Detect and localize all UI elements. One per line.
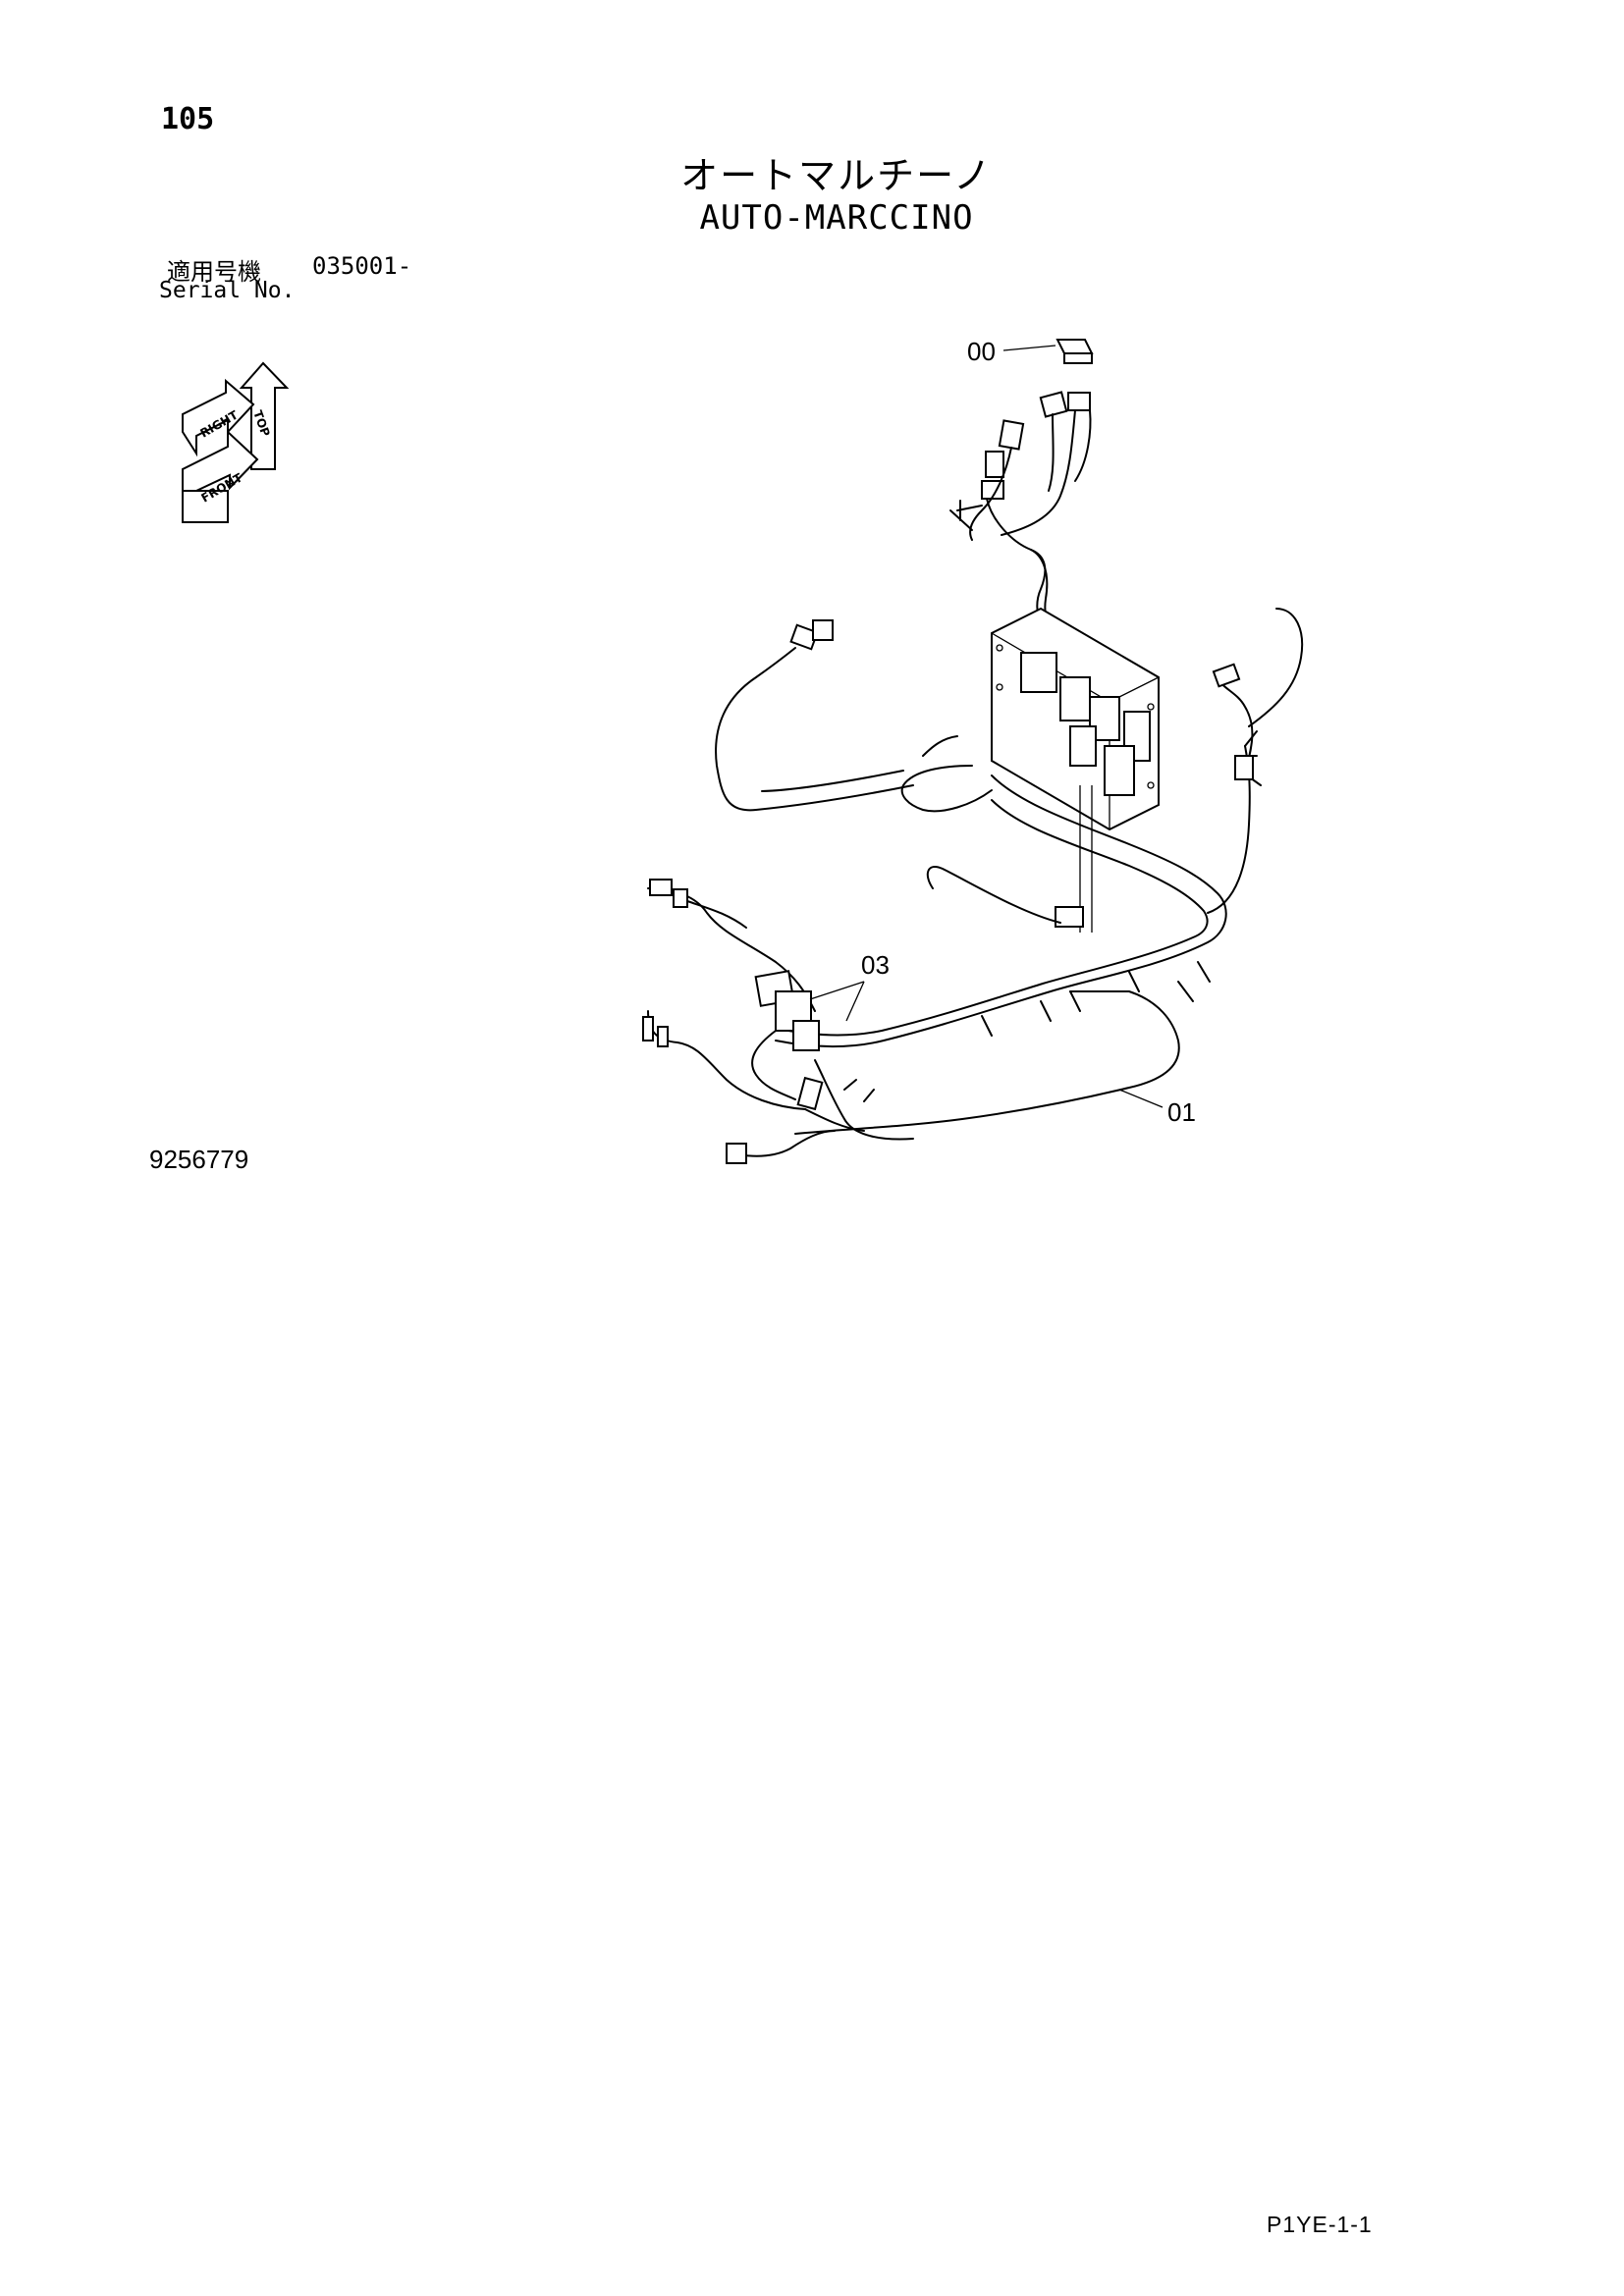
page-number: 105 <box>161 102 215 136</box>
callout-01: 01 <box>1167 1097 1196 1127</box>
sheet-reference: P1YE-1-1 <box>1267 2212 1373 2237</box>
diagram-title-jp: オートマルチーノ <box>680 154 993 197</box>
serial-label-jp: 適用号機 <box>167 258 261 286</box>
callout-03: 03 <box>861 950 890 980</box>
drawing-number: 9256779 <box>149 1145 249 1174</box>
serial-value: 035001- <box>312 252 412 280</box>
callout-00: 00 <box>967 337 996 366</box>
upper-connectors <box>949 391 1092 639</box>
leader-lines <box>809 345 1164 1108</box>
lower-left-connectors <box>642 879 914 1164</box>
diagram-title-en: AUTO-MARCCINO <box>699 198 974 238</box>
switch-part <box>1056 339 1094 364</box>
relay-panel <box>991 607 1160 831</box>
main-harness <box>715 608 1304 1135</box>
orientation-icon: TOP RIGHT FRONT <box>182 361 290 523</box>
serial-label-en: Serial No. <box>159 278 296 303</box>
